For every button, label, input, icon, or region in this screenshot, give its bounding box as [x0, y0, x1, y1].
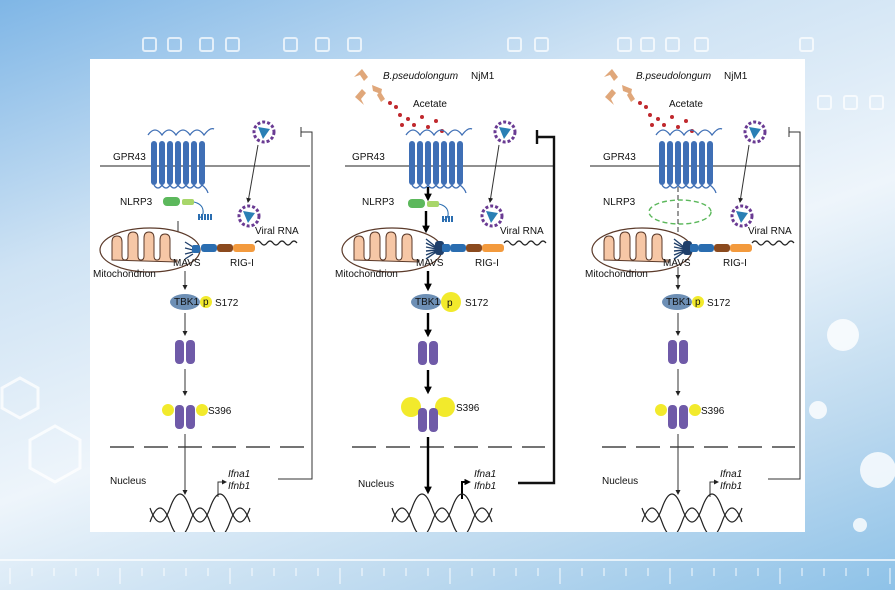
- nlrp3-label: NLRP3: [362, 197, 395, 208]
- phospho-label: p: [203, 297, 209, 308]
- viral-rna-virus-icon: [730, 204, 754, 228]
- tbk1-label: TBK1: [174, 297, 199, 308]
- panel-left: GPR43 NLRP3 Viral: [93, 120, 313, 532]
- mavs-label: MAVS: [173, 258, 201, 269]
- rig-i-label: RIG-I: [230, 258, 254, 269]
- gpr43-receptor: [147, 127, 215, 194]
- irf3-dimer: [175, 340, 195, 364]
- phospho-dot: [692, 296, 704, 308]
- transcription-arrow: [461, 478, 471, 499]
- viral-rna-virus-icon: [237, 204, 261, 228]
- rig-i-protein: [201, 240, 298, 252]
- dna-helix: [641, 493, 743, 532]
- inhibition-feedback-line: [278, 131, 313, 480]
- mavs-label: MAVS: [663, 258, 691, 269]
- mitochondrion-icon: [99, 227, 201, 273]
- virus-icon: [743, 120, 767, 144]
- ifna1-label: Ifna1: [228, 469, 250, 480]
- gpr43-receptor: [405, 127, 473, 194]
- nucleus-label: Nucleus: [358, 479, 394, 490]
- bacteria-icon: [354, 69, 385, 105]
- gpr43-receptor: [655, 127, 723, 194]
- nlrp3-absent-outline: [648, 199, 712, 225]
- irf-site-label: S396: [456, 403, 480, 414]
- rig-i-protein: [698, 240, 795, 252]
- phospho-dot: [200, 296, 212, 308]
- mavs-aggregate: [673, 238, 698, 260]
- mavs-label: MAVS: [416, 258, 444, 269]
- virus-icon: [252, 120, 276, 144]
- ifna1-label: Ifna1: [720, 469, 742, 480]
- strain-label: NjM1: [471, 71, 495, 82]
- rig-i-label: RIG-I: [723, 258, 747, 269]
- pathway-figure: GPR43 NLRP3 Viral: [90, 59, 805, 532]
- nucleus-label: Nucleus: [602, 476, 638, 487]
- tbk1-protein: [411, 294, 441, 310]
- panel-right: B.pseudolongum NjM1 Acetate GPR43: [585, 69, 801, 532]
- phospho-dot: [441, 292, 461, 312]
- bacterium-label: B.pseudolongum: [383, 71, 458, 82]
- ifnb1-label: Ifnb1: [720, 481, 742, 492]
- transcription-arrow: [217, 479, 227, 497]
- phospho-label: p: [447, 298, 453, 309]
- bacterium-label: B.pseudolongum: [636, 71, 711, 82]
- dna-helix: [149, 493, 251, 532]
- gpr43-label: GPR43: [352, 152, 385, 163]
- irf-site-label: S396: [208, 406, 232, 417]
- mitochondrion-label: Mitochondrion: [93, 269, 156, 280]
- viral-rna-label: Viral RNA: [255, 226, 299, 237]
- acetate-label: Acetate: [413, 99, 447, 110]
- virus-entry-arrow: [488, 144, 500, 203]
- inhibition-feedback-line: [768, 131, 801, 480]
- mavs-protein: [184, 241, 200, 260]
- nlrp3-label: NLRP3: [120, 197, 153, 208]
- rig-i-label: RIG-I: [475, 258, 499, 269]
- nlrp3-label: NLRP3: [603, 197, 636, 208]
- rig-i-protein: [450, 240, 547, 252]
- mitochondrion-icon: [341, 227, 443, 273]
- tbk1-site-label: S172: [465, 298, 489, 309]
- tbk1-protein: [170, 294, 200, 310]
- virus-icon: [493, 120, 517, 144]
- ifnb1-label: Ifnb1: [228, 481, 250, 492]
- viral-rna-label: Viral RNA: [748, 226, 792, 237]
- phospho-label: p: [695, 297, 701, 308]
- ifnb1-label: Ifnb1: [474, 481, 496, 492]
- nucleus-label: Nucleus: [110, 476, 146, 487]
- viral-rna-virus-icon: [480, 204, 504, 228]
- tbk1-label: TBK1: [415, 297, 440, 308]
- inhibition-feedback-line: [518, 135, 556, 485]
- mitochondrion-icon: [591, 227, 693, 273]
- gpr43-label: GPR43: [113, 152, 146, 163]
- mavs-aggregate: [425, 238, 450, 260]
- tbk1-site-label: S172: [707, 298, 731, 309]
- acetate-label: Acetate: [669, 99, 703, 110]
- mitochondrion-label: Mitochondrion: [335, 269, 398, 280]
- phospho-irf3-dimer: [401, 397, 455, 432]
- nlrp3-protein: [408, 199, 453, 222]
- viral-rna-label: Viral RNA: [500, 226, 544, 237]
- virus-entry-arrow: [738, 144, 750, 203]
- irf3-dimer: [418, 341, 438, 365]
- panel-middle: B.pseudolongum NjM1 Acetate GPR43: [335, 69, 556, 532]
- gpr43-label: GPR43: [603, 152, 636, 163]
- ifna1-label: Ifna1: [474, 469, 496, 480]
- tbk1-protein: [662, 294, 692, 310]
- irf-site-label: S396: [701, 406, 725, 417]
- nlrp3-protein: [163, 197, 212, 220]
- pathway-diagram: GPR43 NLRP3 Viral: [93, 69, 801, 532]
- irf3-dimer: [668, 340, 688, 364]
- phospho-irf3-dimer: [162, 404, 208, 429]
- mitochondrion-label: Mitochondrion: [585, 269, 648, 280]
- transcription-arrow: [709, 479, 719, 497]
- phospho-irf3-dimer: [655, 404, 701, 429]
- virus-entry-arrow: [246, 144, 259, 203]
- tbk1-site-label: S172: [215, 298, 239, 309]
- tbk1-label: TBK1: [666, 297, 691, 308]
- strain-label: NjM1: [724, 71, 748, 82]
- dna-helix: [391, 493, 493, 532]
- bacteria-icon: [604, 69, 635, 105]
